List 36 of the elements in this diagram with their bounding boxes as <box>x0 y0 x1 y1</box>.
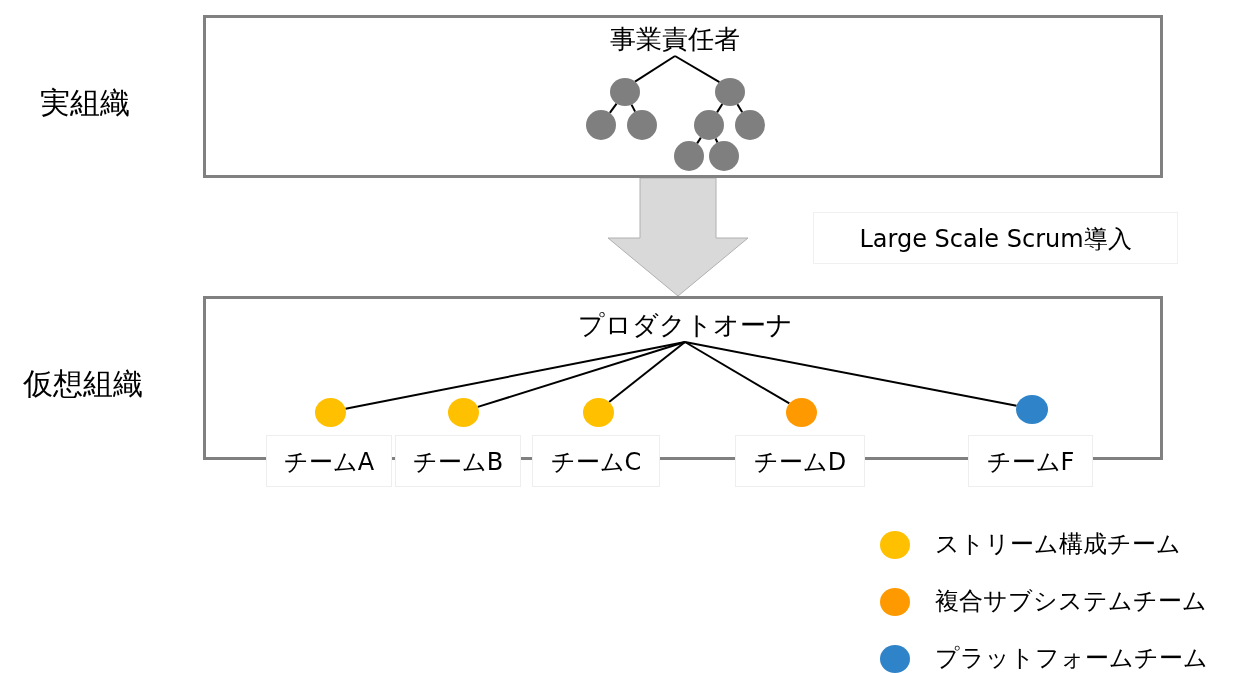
team-label: チームF <box>968 435 1093 487</box>
connector-line <box>634 55 676 83</box>
connector-line <box>476 341 686 408</box>
legend-label: プラットフォームチーム <box>935 643 1208 673</box>
member-circle <box>315 398 346 427</box>
member-circle <box>448 398 479 427</box>
connector-line <box>684 341 791 405</box>
annotation-label: Large Scale Scrum導入 <box>813 212 1178 264</box>
team-label: チームA <box>266 435 392 487</box>
connector-line <box>630 103 637 113</box>
member-circle <box>610 78 640 106</box>
organization-frame <box>203 15 1163 178</box>
team-label: チームD <box>735 435 865 487</box>
connector-line <box>684 341 1018 407</box>
member-circle <box>735 110 765 140</box>
role-label: プロダクトオーナ <box>577 310 793 342</box>
member-circle <box>709 141 739 171</box>
team-label: チームB <box>395 435 521 487</box>
team-label: チームC <box>532 435 660 487</box>
member-circle <box>627 110 657 140</box>
organization-label: 仮想組織 <box>22 366 144 402</box>
member-circle <box>1016 395 1048 424</box>
role-label: 事業責任者 <box>599 24 751 56</box>
member-circle <box>694 110 724 140</box>
legend-label: ストリーム構成チーム <box>935 529 1181 559</box>
legend-label: 複合サブシステムチーム <box>935 586 1207 616</box>
member-circle <box>583 398 614 427</box>
connector-line <box>608 341 686 403</box>
member-circle <box>586 110 616 140</box>
connector-line <box>344 341 686 410</box>
connector-line <box>674 55 721 84</box>
member-circle <box>786 398 817 427</box>
organization-label: 実組織 <box>39 85 131 121</box>
member-circle <box>715 78 745 106</box>
member-circle <box>674 141 704 171</box>
block-arrow <box>607 177 749 297</box>
